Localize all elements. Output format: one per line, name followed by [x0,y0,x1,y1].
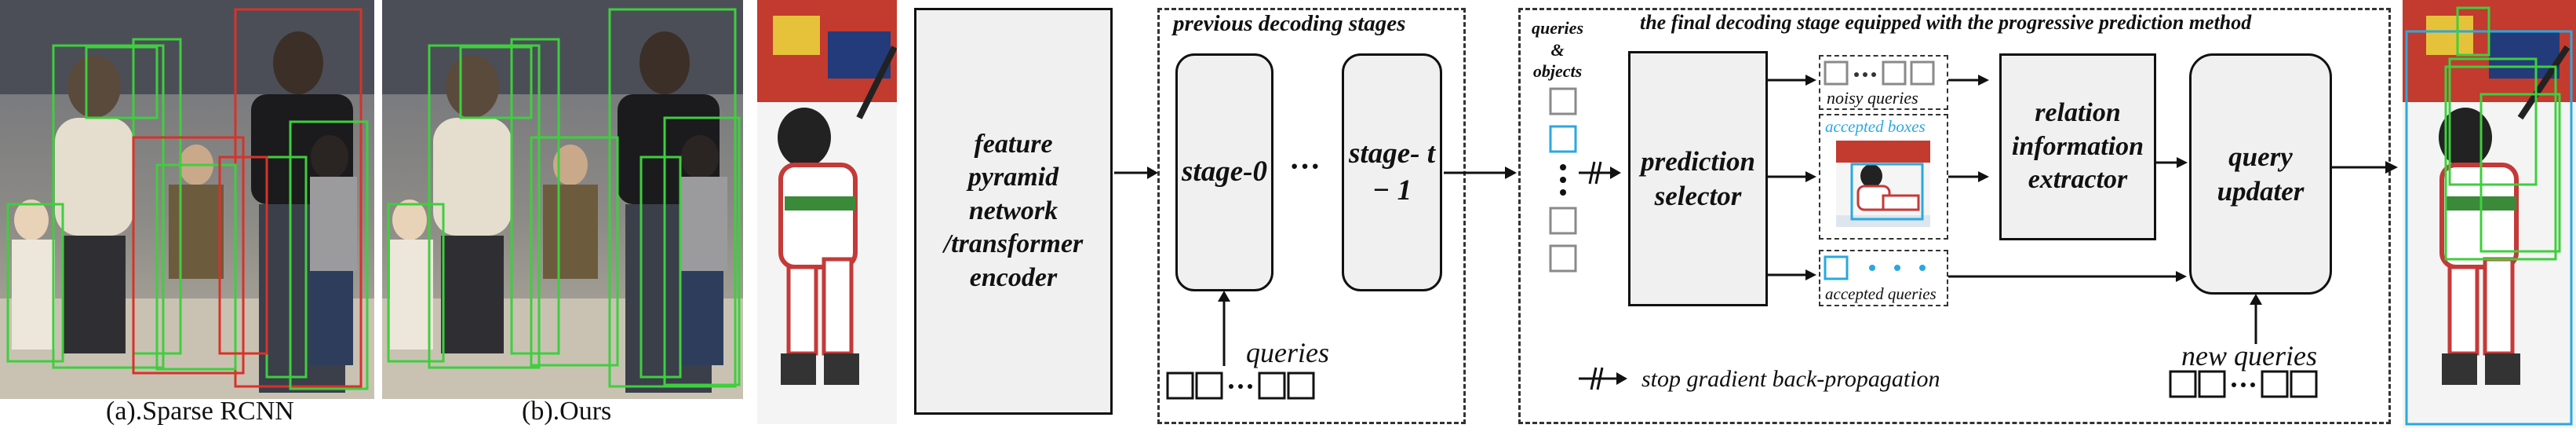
query-updater-box: query updater [2189,53,2332,295]
arrows-to-relation [1948,75,1989,182]
accepted-queries-squares [1824,255,1926,280]
accepted-boxes-image [1836,141,1930,227]
queries-label: queries [1246,337,1329,368]
stage-0-box: stage-0 [1175,53,1273,291]
noisy-queries-squares [1824,60,1935,86]
fpn-label: feature pyramid network /transformer enc… [943,129,1084,292]
fpn-box: feature pyramid network /transformer enc… [914,8,1113,415]
input-image [757,0,897,424]
accepted-boxes-label: accepted boxes [1825,117,1926,136]
previous-stages-title: previous decoding stages [1173,11,1406,36]
stage-ellipsis: ··· [1289,148,1321,184]
stop-gradient-arrow [1579,161,1621,185]
arrow-new-queries-up [2250,294,2262,344]
prediction-selector-label: prediction selector [1641,145,1755,211]
stage-t-minus-1-box: stage- t − 1 [1342,53,1442,291]
photo-ours-image [382,0,743,399]
caption-sparse-rcnn: (a).Sparse RCNN [106,397,294,426]
arrow-stages-to-final [1444,167,1517,179]
output-image-hockey [2403,0,2576,428]
final-stage-title: the final decoding stage equipped with t… [1640,11,2252,34]
new-queries-label: new queries [2181,340,2317,372]
arrow-accepted-to-updater [1948,271,2187,282]
input-image-hockey [757,0,897,424]
photo-sparse-rcnn [0,0,374,399]
noisy-queries-group: noisy queries [1819,55,1948,110]
new-queries-squares [2169,370,2318,398]
output-image [2403,0,2576,428]
arrow-queries-up [1218,291,1230,366]
caption-ours: (b).Ours [522,397,612,426]
selector-output-arrows [1768,75,1816,280]
queries-objects-column [1549,87,1577,273]
accepted-queries-label: accepted queries [1825,284,1937,303]
noisy-queries-label: noisy queries [1827,88,1918,108]
prediction-selector-box: prediction selector [1628,51,1768,306]
arrow-fpn-to-stages [1114,167,1158,179]
queries-objects-label: queries & objects [1526,17,1589,82]
relation-extractor-label: relation information extractor [2011,98,2144,195]
query-updater-label: query updater [2217,141,2305,207]
accepted-boxes-group: accepted boxes [1819,114,1948,240]
arrow-relation-to-updater [2156,157,2188,168]
queries-objects-text: queries & objects [1532,18,1583,81]
stage-t-minus-1-label: stage- t − 1 [1349,137,1435,207]
previous-stages-region [1157,8,1466,424]
stop-gradient-legend-icon [1579,367,1627,390]
queries-squares [1166,372,1315,400]
stage-0-label: stage-0 [1182,156,1267,189]
final-stage-region [1518,8,2391,424]
stop-gradient-label: stop gradient back-propagation [1641,366,1940,392]
photo-sparse-rcnn-image [0,0,374,399]
arrow-to-output [2332,161,2398,174]
relation-extractor-box: relation information extractor [1999,53,2156,240]
accepted-queries-group: accepted queries [1819,250,1948,306]
photo-ours [382,0,743,399]
